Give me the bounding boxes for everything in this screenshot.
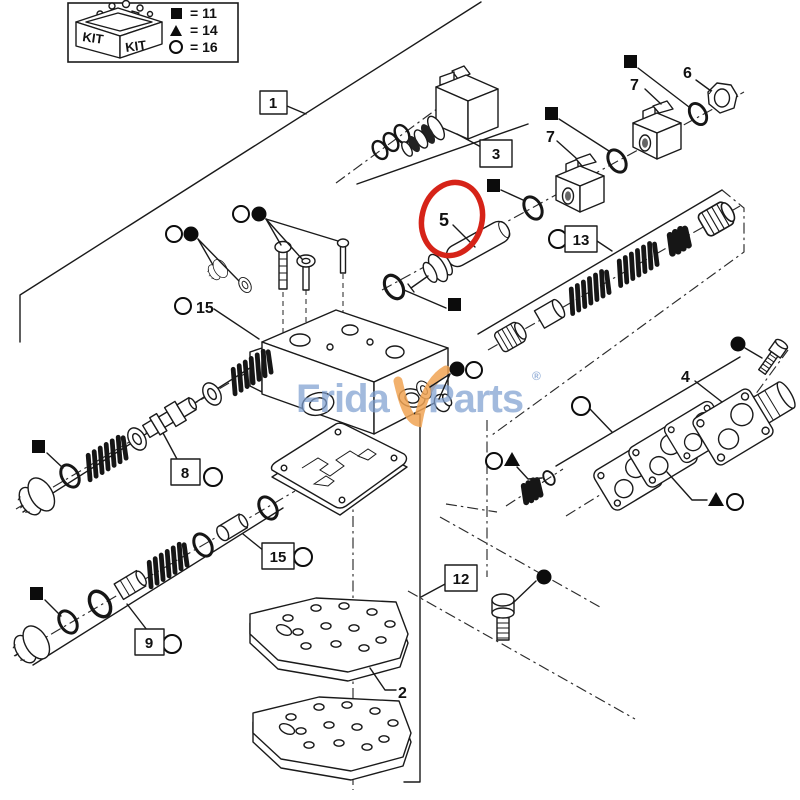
open-circle-icon (169, 40, 183, 54)
callout-3: 3 (479, 139, 513, 168)
solenoid-coil-right (632, 100, 682, 160)
filled-square-icon (171, 8, 182, 19)
open-circle-icon (162, 634, 182, 654)
open-circle-icon (485, 452, 503, 470)
filled-circle-icon (183, 226, 199, 242)
callout-2: 2 (398, 685, 407, 702)
svg-text:13: 13 (573, 232, 590, 249)
mounting-plates-2 (249, 597, 412, 781)
callout-4: 4 (681, 369, 690, 386)
filled-square-icon (545, 107, 558, 120)
filled-circle-icon (730, 336, 746, 352)
kit-text-right: KIT (124, 37, 147, 55)
spool-shaft (141, 396, 198, 439)
kit-legend-box: KIT KIT = 11 = 14 = 16 (67, 0, 239, 63)
open-circle-icon (571, 396, 591, 416)
body-lower-right-fasteners (413, 377, 453, 413)
callout-5: 5 (439, 210, 449, 230)
open-circle-icon (174, 297, 192, 315)
callout-12: 12 (444, 564, 478, 592)
o-ring (378, 270, 410, 304)
watermark-check-icon (393, 365, 451, 428)
body-bolts (274, 238, 350, 291)
callout-1: 1 (259, 90, 288, 115)
legend-row-square: = 11 (171, 5, 217, 21)
callout-8: 8 (170, 458, 201, 486)
svg-text:= 16: = 16 (190, 39, 218, 55)
legend-row-circle: = 16 (169, 39, 218, 55)
watermark-text-left: Frida (296, 377, 391, 421)
valve-body-15 (198, 238, 449, 435)
svg-text:12: 12 (453, 571, 470, 588)
svg-text:= 11: = 11 (190, 5, 217, 21)
open-circle-icon (203, 467, 223, 487)
callout-9: 9 (134, 628, 165, 656)
washer (198, 378, 226, 410)
filled-square-icon (32, 440, 45, 453)
assembly-4 (518, 338, 796, 514)
assembly-13-springs (492, 198, 740, 354)
svg-text:3: 3 (492, 146, 500, 163)
callout-13: 13 (564, 225, 598, 253)
kit-symbols (30, 55, 746, 654)
small-washer (235, 274, 255, 296)
filled-triangle-icon (170, 25, 182, 36)
svg-text:9: 9 (145, 635, 153, 652)
assembly-9-15 (4, 492, 283, 672)
filled-square-icon (30, 587, 43, 600)
poppet-valve (216, 513, 249, 542)
open-circle-icon (165, 225, 183, 243)
callout-7-left: 7 (546, 129, 555, 146)
open-circle-icon (232, 205, 250, 223)
filled-triangle-icon (504, 452, 520, 466)
filled-square-icon (487, 179, 500, 192)
svg-text:= 14: = 14 (190, 22, 218, 38)
filled-square-icon (448, 298, 461, 311)
solenoid-housing-4 (692, 381, 796, 466)
open-circle-icon (293, 547, 313, 567)
part-6-nut (707, 82, 739, 114)
kit-box-icon: KIT KIT (75, 0, 163, 59)
solenoid-cartridge (401, 115, 446, 157)
screw-12 (491, 593, 515, 641)
registered-mark: ® (532, 369, 541, 383)
o-ring (518, 192, 548, 224)
filled-square-icon (624, 55, 637, 68)
bolt-4 (758, 338, 789, 375)
filled-circle-icon (449, 361, 465, 377)
svg-text:1: 1 (269, 95, 277, 112)
svg-text:15: 15 (270, 549, 287, 566)
separator-plate (270, 422, 408, 516)
callout-labels: 1 3 13 8 9 15 12 15 2 4 6 7 7 5 (134, 65, 692, 702)
o-ring (684, 98, 712, 130)
spool-cartridge (113, 569, 147, 601)
callout-7-right: 7 (630, 77, 639, 94)
leader-lines (44, 67, 763, 691)
small-plug (203, 256, 232, 285)
watermark-text-right: Parts (428, 377, 523, 421)
open-circle-icon (726, 493, 744, 511)
filled-circle-icon (536, 569, 552, 585)
svg-text:8: 8 (181, 465, 189, 482)
spring-plug (518, 478, 544, 503)
open-circle-icon (465, 361, 483, 379)
filled-triangle-icon (708, 492, 724, 506)
solenoid-coil-left (555, 153, 605, 213)
kit-text-left: KIT (82, 29, 105, 47)
assembly-8 (9, 396, 198, 524)
assembly-3-solenoid-valve (368, 65, 499, 163)
legend-row-triangle: = 14 (170, 22, 218, 38)
filled-circle-icon (251, 206, 267, 222)
callout-15-body: 15 (196, 300, 214, 317)
callout-15-kit: 15 (261, 542, 295, 570)
part-5-highlight-circle (418, 179, 486, 259)
callout-6: 6 (683, 65, 692, 82)
watermark-fridayparts: Frida Parts ® (296, 365, 541, 428)
